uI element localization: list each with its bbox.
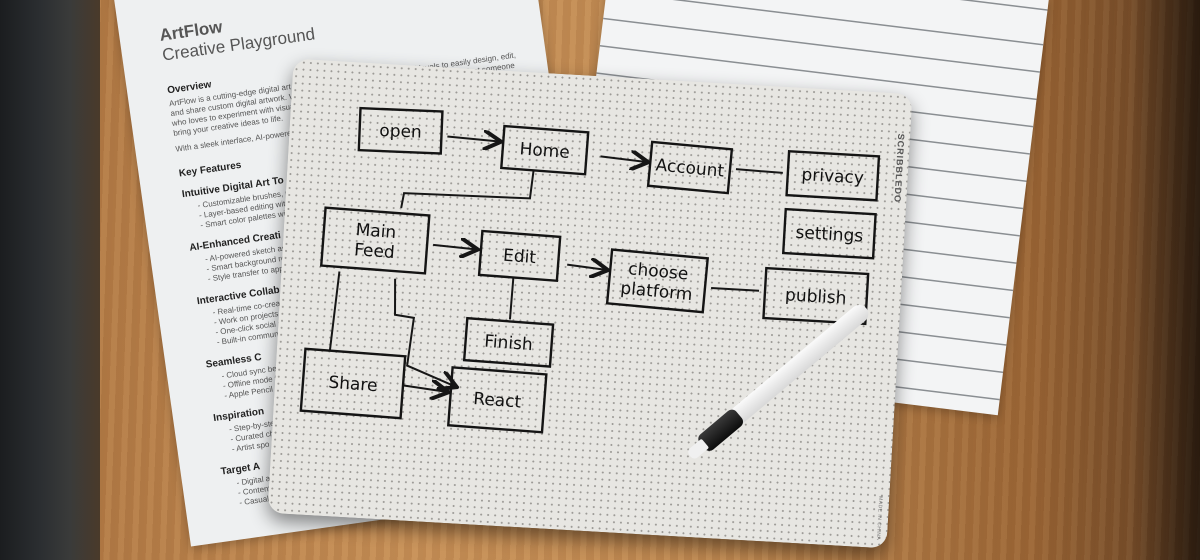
flow-node-box <box>462 316 555 368</box>
flow-node-box <box>785 149 881 202</box>
flow-node-finish: Finish <box>462 316 555 368</box>
line-home-mainfeed <box>400 170 535 209</box>
arrow-share-react <box>402 385 447 392</box>
flow-node-label: privacy <box>801 165 864 189</box>
flow-node-box <box>357 106 444 155</box>
flow-node-box <box>781 207 877 260</box>
flow-node-label: settings <box>795 223 864 247</box>
flow-node-home: Home <box>500 124 590 176</box>
flow-node-box <box>646 140 734 195</box>
table-shadow-edge <box>1130 0 1200 560</box>
flow-node-box <box>605 248 710 314</box>
flowchart-connectors <box>328 130 783 410</box>
line-choose-publish <box>711 286 760 292</box>
arrow-mainfeed-edit <box>433 245 476 249</box>
flow-node-react: React <box>446 366 548 434</box>
flow-node-label: Feed <box>353 240 395 263</box>
arrow-open-home <box>447 137 499 142</box>
flow-node-label: publish <box>785 285 847 309</box>
flow-node-box <box>477 229 562 283</box>
flow-node-box <box>446 366 548 434</box>
flow-node-box <box>299 347 407 420</box>
flow-node-label: React <box>473 389 523 413</box>
flow-node-label: Finish <box>484 332 534 356</box>
flow-node-label: open <box>379 121 422 143</box>
line-account-privacy <box>735 168 783 174</box>
arrow-mainfeed-react <box>394 278 461 387</box>
flow-node-box <box>762 266 870 326</box>
flow-node-box <box>500 124 590 176</box>
line-edit-finish <box>508 277 515 320</box>
flow-node-label: Account <box>655 155 726 181</box>
flow-node-settings: settings <box>781 207 877 260</box>
flow-node-label: Main <box>355 220 397 243</box>
flow-node-label: Share <box>328 373 378 397</box>
flow-node-label: Edit <box>502 246 537 268</box>
line-mainfeed-share <box>328 271 341 352</box>
arrow-home-account <box>600 156 646 162</box>
flow-node-privacy: privacy <box>785 149 881 202</box>
flow-node-account: Account <box>646 140 734 195</box>
flow-node-box <box>319 206 431 275</box>
flow-node-open: open <box>357 106 444 155</box>
flow-node-edit: Edit <box>477 229 562 283</box>
flow-node-share: Share <box>299 347 407 420</box>
dark-background-wall <box>0 0 100 560</box>
dot-grid-whiteboard: SCRIBBLEDO MADE IN CHINA ope <box>267 58 913 549</box>
flow-node-label: Home <box>519 139 571 163</box>
flow-node-publish: publish <box>762 266 870 326</box>
arrow-edit-choose <box>567 265 606 270</box>
